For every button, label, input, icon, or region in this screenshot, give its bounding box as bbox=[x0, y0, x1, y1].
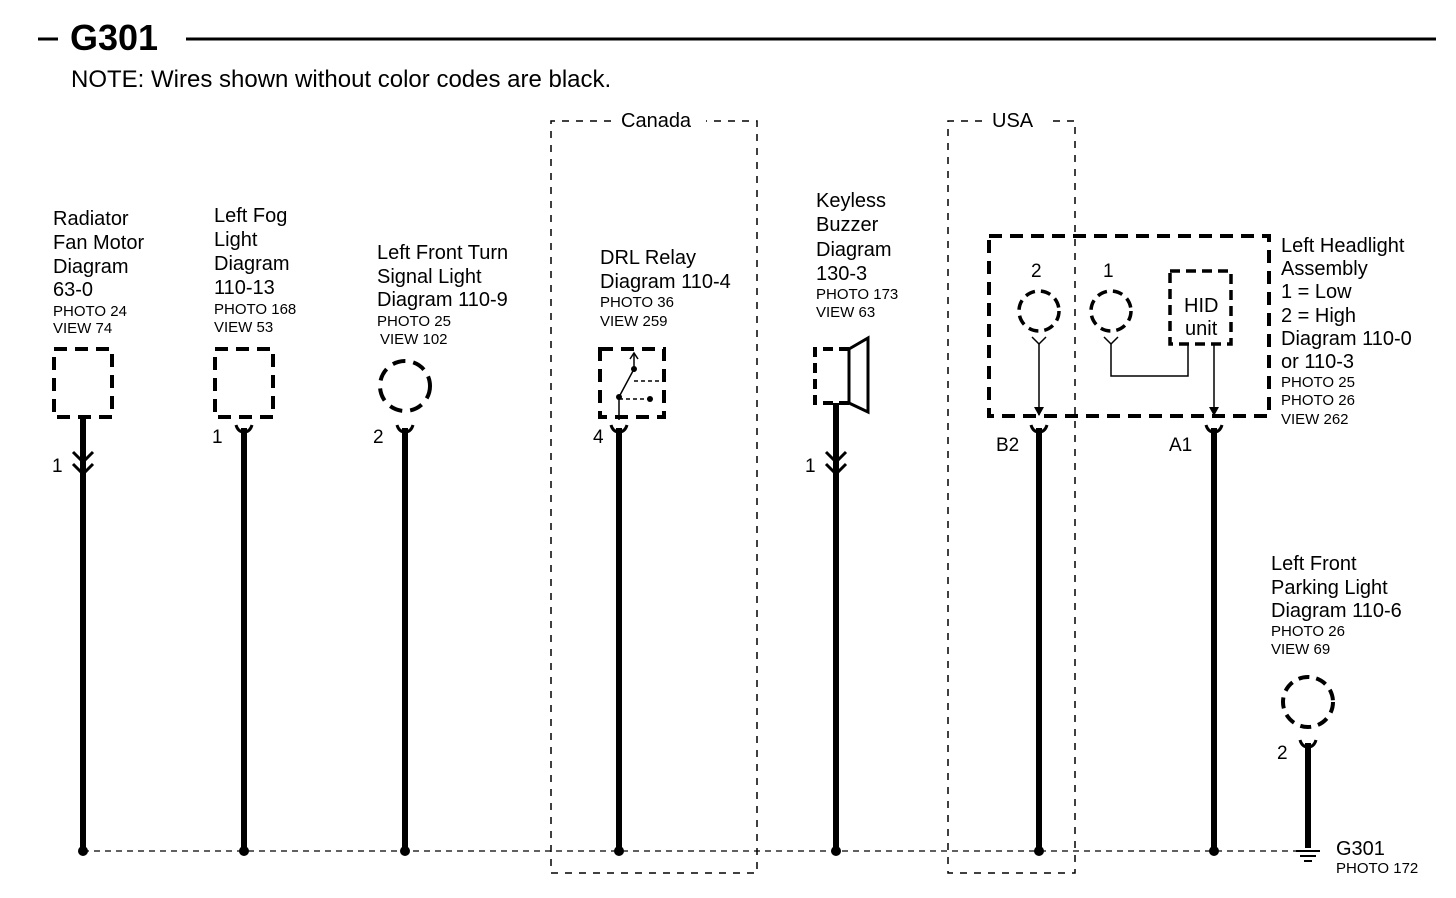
left-front-turn-signal: Left Front Turn Signal Light Diagram 110… bbox=[373, 242, 508, 856]
buzzer-label-1: Keyless bbox=[816, 190, 886, 212]
page-title: G301 bbox=[70, 17, 158, 58]
headlight-label-1: Left Headlight bbox=[1281, 235, 1405, 257]
parking-photo: PHOTO 26 bbox=[1271, 623, 1345, 640]
keyless-buzzer: Keyless Buzzer Diagram 130-3 PHOTO 173 V… bbox=[805, 190, 898, 856]
radiator-photo: PHOTO 24 bbox=[53, 303, 127, 320]
fog-label-2: Light bbox=[214, 229, 258, 251]
drl-relay-box bbox=[598, 347, 666, 419]
low-beam-bulb-icon bbox=[1089, 289, 1133, 333]
relay-switch-icon bbox=[616, 351, 660, 420]
turn-view: VIEW 102 bbox=[380, 331, 448, 348]
headlight-label-3: 1 = Low bbox=[1281, 281, 1352, 303]
ground-g301: G301 PHOTO 172 bbox=[1296, 838, 1418, 877]
buzzer-pin: 1 bbox=[805, 456, 816, 477]
headlight-a1-splice-dot bbox=[1209, 846, 1219, 856]
fog-view: VIEW 53 bbox=[214, 319, 273, 336]
buzzer-speaker-icon bbox=[813, 335, 870, 415]
fog-label-3: Diagram bbox=[214, 253, 290, 275]
radiator-pin: 1 bbox=[52, 456, 63, 477]
buzzer-splice-dot bbox=[831, 846, 841, 856]
hid-unit-box bbox=[1168, 269, 1233, 346]
radiator-fan-motor: Radiator Fan Motor Diagram 63-0 PHOTO 24… bbox=[52, 208, 144, 856]
fog-splice-dot bbox=[239, 846, 249, 856]
radiator-connector-icon bbox=[71, 450, 95, 477]
hid-label-1: HID bbox=[1184, 295, 1218, 317]
drl-splice-dot bbox=[614, 846, 624, 856]
radiator-label-2: Fan Motor bbox=[53, 232, 144, 254]
drl-label-2: Diagram 110-4 bbox=[600, 271, 731, 293]
buzzer-photo: PHOTO 173 bbox=[816, 286, 898, 303]
left-front-parking-light: Left Front Parking Light Diagram 110-6 P… bbox=[1271, 553, 1402, 848]
drl-label-1: DRL Relay bbox=[600, 247, 696, 269]
parking-pin: 2 bbox=[1277, 743, 1288, 764]
parking-label-3: Diagram 110-6 bbox=[1271, 600, 1402, 622]
turn-label-3: Diagram 110-9 bbox=[377, 289, 508, 311]
drl-photo: PHOTO 36 bbox=[600, 294, 674, 311]
ground-photo: PHOTO 172 bbox=[1336, 860, 1418, 877]
buzzer-label-2: Buzzer bbox=[816, 214, 879, 236]
headlight-bulb2-label: 2 bbox=[1031, 261, 1042, 282]
turn-label-1: Left Front Turn bbox=[377, 242, 508, 264]
headlight-view: VIEW 262 bbox=[1281, 411, 1349, 428]
canada-label: Canada bbox=[621, 110, 692, 132]
radiator-component-box bbox=[52, 347, 114, 419]
headlight-label-6: or 110-3 bbox=[1281, 351, 1354, 373]
buzzer-connector-icon bbox=[824, 450, 848, 477]
parking-label-2: Parking Light bbox=[1271, 577, 1388, 599]
radiator-label-3: Diagram bbox=[53, 256, 129, 278]
fog-label-4: 110-13 bbox=[214, 277, 275, 299]
fog-photo: PHOTO 168 bbox=[214, 301, 296, 318]
headlight-photo-1: PHOTO 25 bbox=[1281, 374, 1355, 391]
headlight-label-5: Diagram 110-0 bbox=[1281, 328, 1412, 350]
fog-label-1: Left Fog bbox=[214, 205, 287, 227]
high-beam-bulb-icon bbox=[1017, 289, 1061, 333]
turn-splice-dot bbox=[400, 846, 410, 856]
turn-photo: PHOTO 25 bbox=[377, 313, 451, 330]
left-headlight-assembly: 2 1 HID unit B2 A1 Left Headlight Assemb… bbox=[987, 234, 1412, 856]
headlight-label-2: Assembly bbox=[1281, 258, 1368, 280]
ground-symbol-icon bbox=[1296, 850, 1320, 862]
left-fog-light: Left Fog Light Diagram 110-13 PHOTO 168 … bbox=[212, 205, 296, 856]
headlight-label-4: 2 = High bbox=[1281, 305, 1356, 327]
radiator-label-1: Radiator bbox=[53, 208, 129, 230]
headlight-assembly-box bbox=[987, 234, 1271, 418]
parking-label-1: Left Front bbox=[1271, 553, 1357, 575]
parking-bulb-icon bbox=[1281, 675, 1335, 729]
drl-pin: 4 bbox=[593, 427, 604, 448]
headlight-b2-splice-dot bbox=[1034, 846, 1044, 856]
drl-view: VIEW 259 bbox=[600, 313, 668, 330]
turn-pin: 2 bbox=[373, 427, 384, 448]
turn-label-2: Signal Light bbox=[377, 266, 482, 288]
radiator-splice-dot bbox=[78, 846, 88, 856]
headlight-photo-2: PHOTO 26 bbox=[1281, 392, 1355, 409]
radiator-label-4: 63-0 bbox=[53, 279, 93, 301]
parking-view: VIEW 69 bbox=[1271, 641, 1330, 658]
hid-label-2: unit bbox=[1185, 318, 1218, 340]
headlight-pin-b2: B2 bbox=[996, 435, 1019, 456]
fog-pin: 1 bbox=[212, 427, 223, 448]
ground-label: G301 bbox=[1336, 838, 1385, 860]
headlight-bulb1-label: 1 bbox=[1103, 261, 1114, 282]
usa-region: USA bbox=[947, 110, 1076, 874]
buzzer-view: VIEW 63 bbox=[816, 304, 875, 321]
headlight-pin-a1: A1 bbox=[1169, 435, 1192, 456]
drl-relay: DRL Relay Diagram 110-4 PHOTO 36 VIEW 25… bbox=[593, 247, 731, 856]
fog-component-box bbox=[213, 347, 275, 419]
buzzer-label-3: Diagram bbox=[816, 239, 892, 261]
turn-bulb-icon bbox=[378, 359, 432, 413]
radiator-view: VIEW 74 bbox=[53, 320, 112, 337]
note-text: NOTE: Wires shown without color codes ar… bbox=[71, 66, 611, 93]
buzzer-label-4: 130-3 bbox=[816, 263, 867, 285]
usa-label: USA bbox=[992, 110, 1034, 132]
canada-region: Canada bbox=[550, 110, 758, 874]
